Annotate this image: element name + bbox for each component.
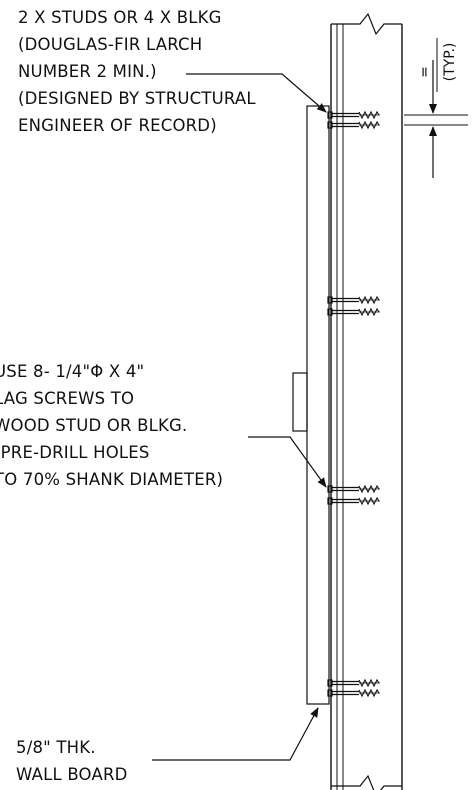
- note-studs: 2 x STUDS OR 4 x BLKG (DOUGLAS-FIR LARCH…: [18, 4, 256, 139]
- leader-studs: [186, 73, 327, 113]
- wall-board: [306, 105, 330, 705]
- note-screws-line-4: (PRE-DRILL HOLES: [0, 443, 150, 462]
- lag-screw-pair-3: [327, 485, 381, 505]
- note-screws: USE 8- 1/4"Φ X 4" LAG SCREWS TO WOOD STU…: [0, 358, 223, 493]
- dim-value: =: [417, 66, 433, 78]
- lag-screw-pair-4: [327, 679, 381, 697]
- note-screws-line-2: LAG SCREWS TO: [0, 389, 135, 408]
- note-wallboard-line-2: WALL BOARD: [16, 765, 128, 784]
- note-screws-line-3: WOOD STUD OR BLKG.: [0, 416, 188, 435]
- note-studs-line-4: (DESIGNED BY STRUCTURAL: [18, 89, 256, 108]
- note-screws-line-5: TO 70% SHANK DIAMETER): [0, 470, 224, 489]
- dim-typ: (TYP.): [442, 43, 458, 82]
- lag-screw-pair-2: [327, 296, 381, 316]
- break-line-top: [331, 12, 402, 36]
- note-studs-line-2: (DOUGLAS-FIR LARCH: [18, 35, 203, 54]
- note-studs-line-3: NUMBER 2 MIN.): [18, 62, 157, 81]
- note-screws-line-1: USE 8- 1/4"Φ X 4": [0, 362, 145, 381]
- note-wallboard-line-1: 5/8" THK.: [16, 738, 96, 757]
- leader-wallboard: [152, 707, 319, 761]
- break-line-bottom: [331, 774, 402, 790]
- leader-screws: [248, 436, 327, 488]
- note-studs-line-5: ENGINEER OF RECORD): [18, 116, 217, 135]
- lag-screw-pair-1: [327, 111, 381, 129]
- note-studs-line-1: 2 x STUDS OR 4 x BLKG: [18, 8, 222, 27]
- note-wallboard: 5/8" THK. WALL BOARD: [16, 734, 128, 788]
- backer-plate: [292, 372, 308, 432]
